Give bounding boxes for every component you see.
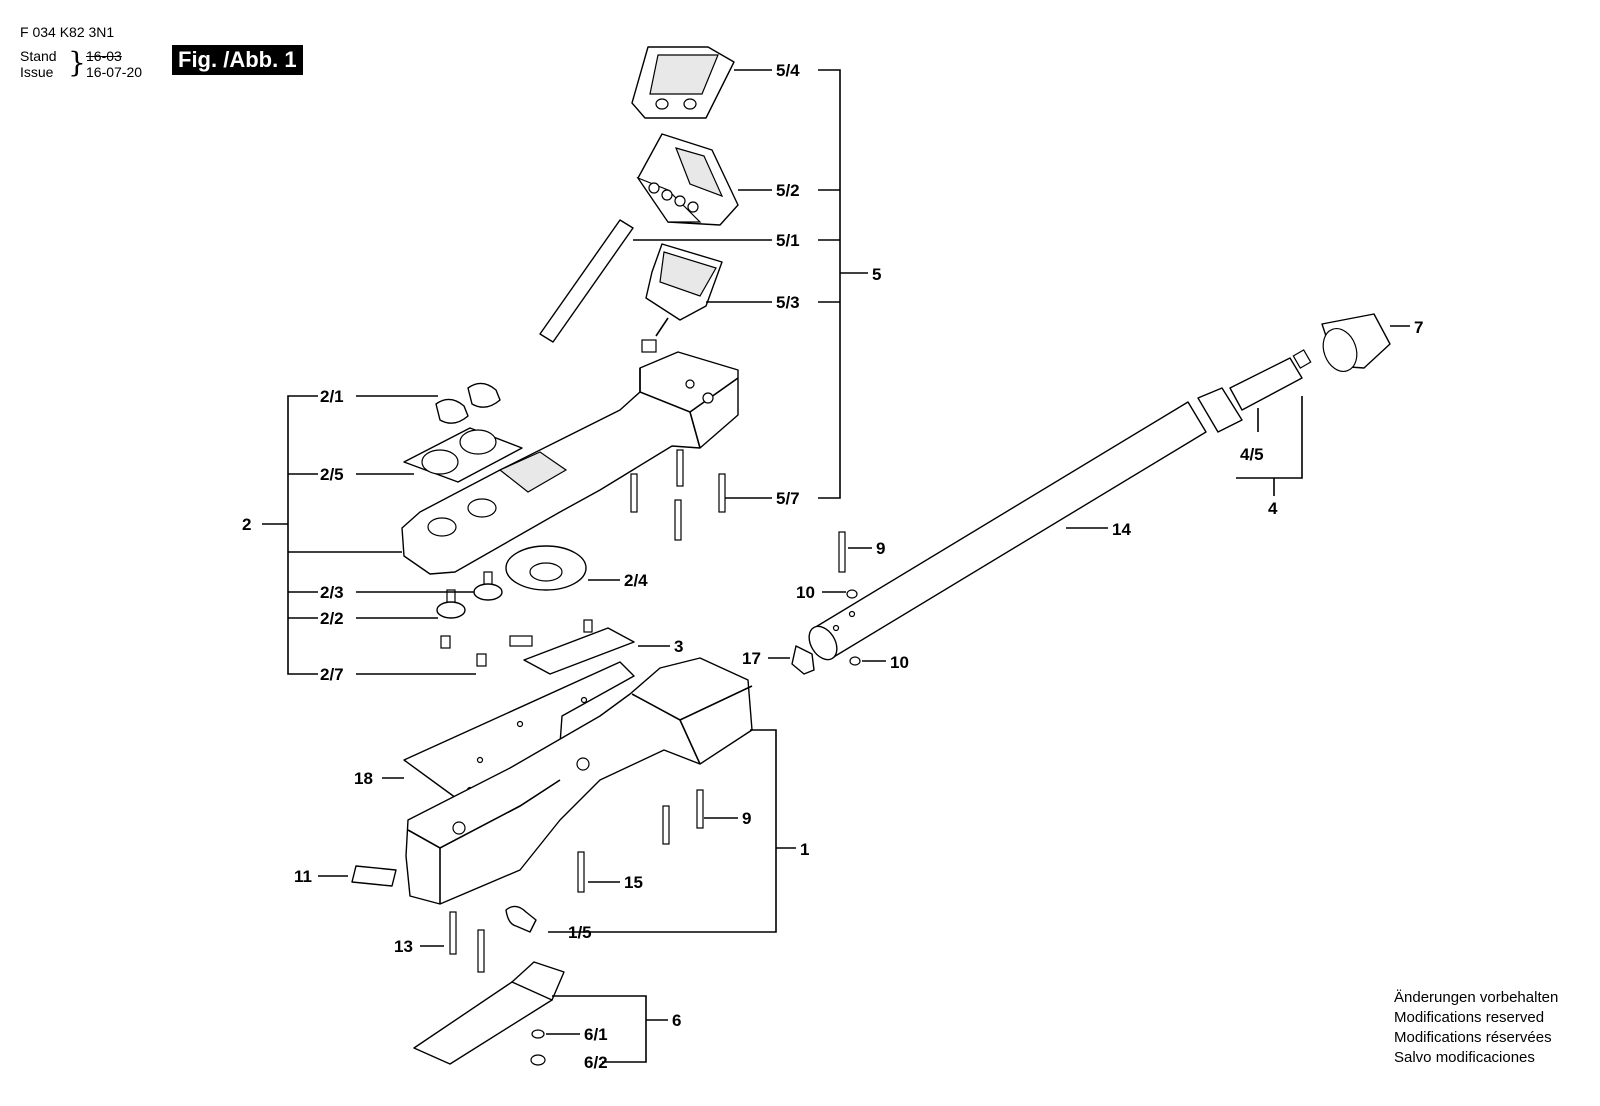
label-1-5: 1/5 <box>568 923 592 942</box>
label-2-4: 2/4 <box>624 571 648 590</box>
part-washer-a <box>846 589 858 599</box>
part-belt-clip <box>413 961 565 1066</box>
part-label-plate <box>351 865 397 887</box>
part-extension <box>1197 349 1312 433</box>
label-5-4: 5/4 <box>776 61 800 80</box>
part-tube-clip <box>791 645 815 675</box>
part-display-pcb <box>641 243 723 353</box>
label-1: 1 <box>800 840 809 859</box>
figure-badge: Fig. /Abb. 1 <box>172 45 303 75</box>
issue-date: 16-07-20 <box>86 64 143 80</box>
label-2-5: 2/5 <box>320 465 344 484</box>
issue-label: Issue <box>20 64 54 80</box>
part-upper-housing <box>401 351 739 575</box>
label-9-lower: 9 <box>742 809 751 828</box>
label-15: 15 <box>624 873 643 892</box>
label-18: 18 <box>354 769 373 788</box>
part-strip <box>539 219 634 343</box>
part-display-window <box>631 46 735 119</box>
part-spacer-a <box>440 635 451 649</box>
label-10-lower: 10 <box>890 653 909 672</box>
part-lower-housing <box>405 657 753 905</box>
notice-de: Änderungen vorbehalten <box>1394 989 1559 1006</box>
label-4-5: 4/5 <box>1240 445 1264 464</box>
label-13: 13 <box>394 937 413 956</box>
label-5-1: 5/1 <box>776 231 800 250</box>
notice-fr: Modifications réservées <box>1394 1029 1552 1046</box>
label-6-1: 6/1 <box>584 1025 608 1044</box>
label-5-3: 5/3 <box>776 293 800 312</box>
part-spacer-b <box>476 653 487 667</box>
part-tube <box>808 401 1207 661</box>
part-clip <box>505 905 537 933</box>
label-2: 2 <box>242 515 251 534</box>
label-14: 14 <box>1112 520 1131 539</box>
label-2-7: 2/7 <box>320 665 344 684</box>
part-end-cap <box>1321 313 1391 372</box>
brace-icon: } <box>68 46 86 79</box>
leader-lines <box>262 69 1410 1063</box>
label-9-upper: 9 <box>876 539 885 558</box>
part-screw-9 <box>838 531 846 573</box>
part-main-pcb <box>509 619 635 675</box>
part-washer-b <box>849 656 861 666</box>
label-11: 11 <box>294 867 312 886</box>
label-5-7: 5/7 <box>776 489 800 508</box>
notice-es: Salvo modificaciones <box>1394 1049 1535 1066</box>
label-2-1: 2/1 <box>320 387 344 406</box>
label-2-2: 2/2 <box>320 609 344 628</box>
part-display-housing <box>636 133 739 226</box>
modifications-notice: Änderungen vorbehalten Modifications res… <box>1394 988 1558 1068</box>
stand-label: Stand <box>20 48 57 64</box>
notice-en: Modifications reserved <box>1394 1009 1545 1026</box>
label-3: 3 <box>674 637 683 656</box>
part-number: F 034 K82 3N1 <box>20 24 115 40</box>
label-6-2: 6/2 <box>584 1053 608 1072</box>
label-2-3: 2/3 <box>320 583 344 602</box>
stand-date: 16-03 <box>86 48 122 64</box>
label-4: 4 <box>1268 499 1278 518</box>
part-potentiometers <box>436 571 503 619</box>
part-screws-5-7 <box>630 449 726 541</box>
label-6: 6 <box>672 1011 681 1030</box>
label-10-upper: 10 <box>796 583 815 602</box>
label-5: 5 <box>872 265 881 284</box>
part-knobs <box>435 382 501 424</box>
label-17: 17 <box>742 649 761 668</box>
part-screws-lower <box>449 789 704 973</box>
part-overlay-label <box>403 427 523 483</box>
label-5-2: 5/2 <box>776 181 800 200</box>
label-7: 7 <box>1414 318 1423 337</box>
part-speaker <box>505 545 587 591</box>
